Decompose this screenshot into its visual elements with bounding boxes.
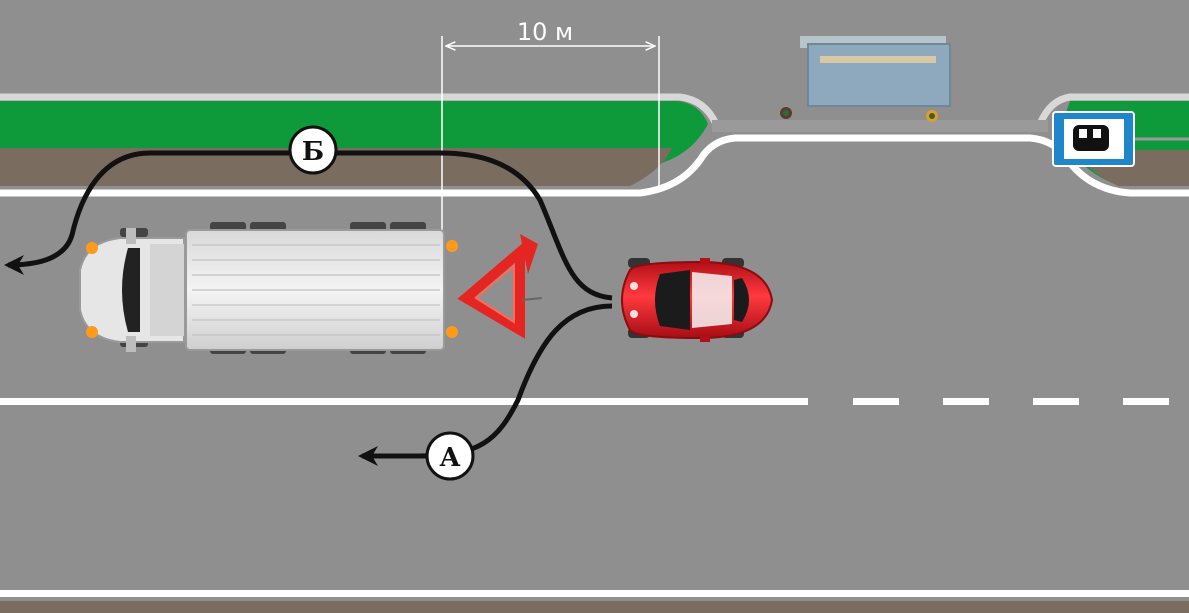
bottom-edge-line — [0, 590, 1189, 597]
red-car — [621, 258, 774, 342]
truck-hazard-light — [86, 326, 98, 338]
bus-stop-platform — [712, 120, 1048, 132]
distance-label: 10 м — [517, 18, 573, 46]
route-b-badge: Б — [288, 125, 338, 175]
bus-stop-sign-icon — [1052, 111, 1189, 167]
truck — [79, 222, 458, 354]
route-b-label: Б — [302, 137, 324, 167]
truck-hazard-light — [446, 240, 458, 252]
pedestrian-1 — [780, 107, 792, 119]
truck-hazard-light — [446, 326, 458, 338]
warning-triangle-icon — [457, 234, 543, 339]
distance-dimension: 10 м — [441, 18, 660, 234]
truck-hazard-light — [86, 242, 98, 254]
soil-strip-left — [0, 148, 672, 186]
bottom-verge — [0, 601, 1189, 613]
route-a-label: А — [439, 443, 460, 473]
lane-marking — [0, 398, 1169, 405]
route-b-path — [4, 150, 613, 301]
route-a-badge: А — [425, 431, 475, 481]
bus-shelter — [800, 36, 951, 107]
road-edge-line — [0, 134, 1189, 197]
pedestrian-2 — [926, 110, 938, 122]
